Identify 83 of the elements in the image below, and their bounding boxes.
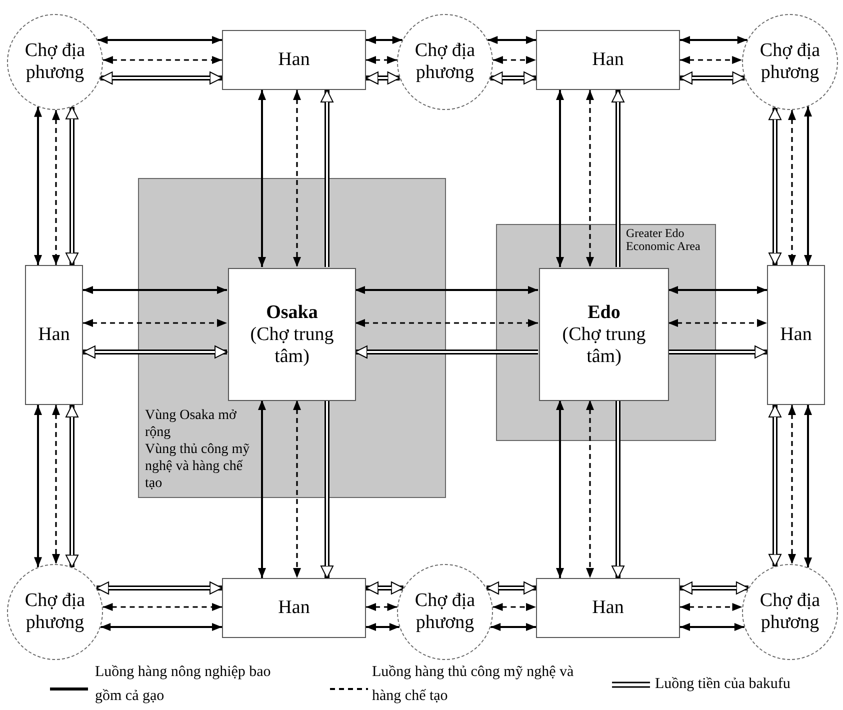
dashed-arrow	[52, 110, 60, 265]
dashed-arrow	[788, 110, 796, 265]
area-label: Vùng Osaka mở rộng	[145, 407, 238, 441]
legend-label: Luồng hàng thủ công mỹ nghệ và hàng chế tạo	[372, 663, 575, 706]
han-box: Han	[536, 578, 680, 638]
area-label: Vùng thủ công mỹ nghệ và hàng chế tạo	[145, 441, 251, 492]
dashed-arrow	[355, 319, 538, 327]
arrow	[258, 400, 266, 578]
node-text: (Chợ trung tâm)	[249, 324, 335, 368]
arrow	[258, 90, 266, 267]
dashed-arrow	[680, 56, 742, 64]
han-box: Han	[536, 30, 680, 90]
double-arrow	[320, 400, 334, 578]
dashed-arrow	[366, 56, 398, 64]
double-arrow	[680, 72, 746, 84]
dashed-arrow	[492, 56, 536, 64]
double-arrow	[366, 582, 404, 594]
dashed-arrow	[83, 319, 227, 327]
han-box: Han	[222, 30, 366, 90]
dashed-arrow	[680, 603, 742, 611]
arrow	[355, 286, 538, 294]
node-title: Osaka	[266, 302, 318, 324]
double-arrow	[612, 90, 624, 267]
double-arrow	[768, 404, 782, 567]
arrow	[680, 36, 748, 44]
dashed-arrow	[102, 56, 222, 64]
dashed-arrow	[492, 603, 536, 611]
double-arrow	[768, 107, 782, 266]
arrow	[366, 623, 400, 631]
dashed-arrow	[586, 90, 594, 267]
double-arrow	[100, 72, 222, 84]
legend-label: Luồng tiền của bakufu	[655, 675, 792, 694]
market-circle: Chợ địa phương	[7, 14, 103, 110]
dashed-arrow	[586, 400, 594, 578]
double-arrow	[490, 72, 536, 84]
arrow	[490, 623, 536, 631]
double-arrow	[668, 346, 768, 358]
arrow	[556, 400, 564, 578]
dashed-arrow	[52, 405, 60, 564]
area-box	[138, 178, 446, 498]
legend-label: Luồng hàng nông nghiệp bao gồm cả gạo	[95, 663, 272, 706]
arrow	[668, 286, 767, 294]
area-label: Greater Edo Economic Area	[626, 227, 702, 253]
double-arrow	[320, 90, 334, 267]
double-arrow	[96, 582, 222, 594]
arrow	[98, 36, 222, 44]
area-box	[496, 224, 716, 441]
dashed-arrow	[293, 400, 301, 578]
arrow	[804, 405, 812, 568]
double-arrow	[366, 72, 400, 84]
han-box: Han	[767, 265, 825, 405]
arrow	[34, 405, 42, 568]
arrow	[680, 623, 744, 631]
arrow	[366, 36, 402, 44]
han-box: Han	[222, 578, 366, 638]
market-circle: Chợ địa phương	[397, 564, 493, 660]
double-arrow	[66, 106, 78, 266]
dashed-arrow	[788, 405, 796, 564]
arrow	[100, 623, 222, 631]
market-circle: Chợ địa phương	[397, 14, 493, 110]
market-circle: Chợ địa phương	[742, 14, 838, 110]
node-title: Edo	[588, 302, 620, 324]
dashed-arrow	[293, 90, 301, 267]
market-circle: Chợ địa phương	[7, 564, 103, 660]
double-arrow	[612, 400, 624, 578]
double-arrow	[486, 582, 536, 594]
dashed-arrow	[668, 319, 767, 327]
arrow	[83, 286, 227, 294]
dashed-arrow	[366, 603, 398, 611]
market-circle: Chợ địa phương	[742, 564, 838, 660]
double-arrow	[66, 404, 78, 568]
market-box	[228, 268, 356, 401]
arrow	[556, 90, 564, 267]
double-arrow	[354, 346, 538, 358]
node-text: (Chợ trung tâm)	[561, 324, 647, 368]
double-arrow	[680, 582, 749, 594]
han-box: Han	[25, 265, 83, 405]
market-box	[539, 268, 669, 401]
arrow	[34, 106, 42, 265]
double-arrow	[82, 346, 228, 358]
arrow	[488, 36, 536, 44]
arrow	[804, 106, 812, 265]
dashed-arrow	[102, 603, 222, 611]
